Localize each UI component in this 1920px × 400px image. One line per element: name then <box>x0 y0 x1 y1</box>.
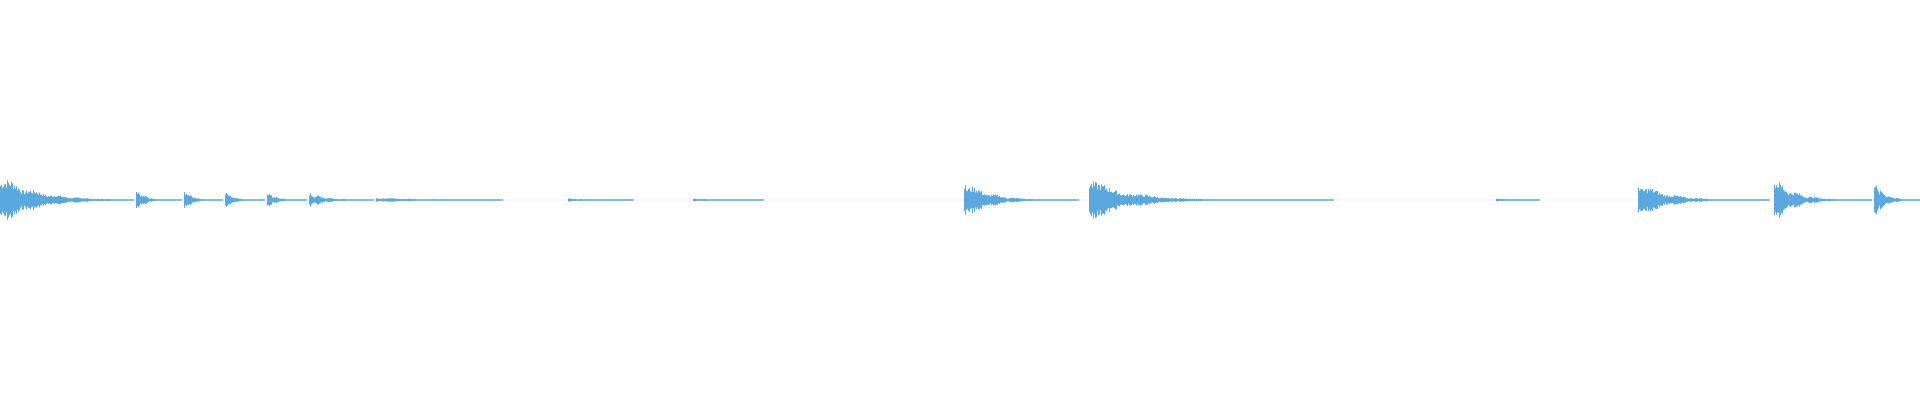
waveform-path <box>0 179 134 221</box>
waveform-segment <box>136 191 182 209</box>
waveform-path <box>693 198 764 202</box>
waveform-segment <box>184 191 223 209</box>
waveform-path <box>225 193 265 207</box>
waveform-segment <box>1774 182 1872 218</box>
waveform-path <box>1638 187 1770 213</box>
waveform-segment <box>1874 185 1920 215</box>
waveform-path <box>136 191 182 209</box>
waveform-path <box>1496 198 1540 202</box>
waveform-bars <box>0 179 1920 221</box>
waveform-path <box>1774 182 1872 218</box>
waveform-path <box>568 198 634 202</box>
waveform-segment <box>0 179 134 221</box>
waveform-segment <box>225 193 265 207</box>
waveform-segment <box>1089 181 1334 219</box>
waveform-path <box>1089 181 1334 219</box>
waveform-segment <box>309 193 374 207</box>
waveform-path <box>267 193 307 207</box>
waveform-path <box>184 191 223 209</box>
waveform-segment <box>267 193 307 207</box>
waveform-path <box>964 185 1079 215</box>
waveform-segment <box>964 185 1079 215</box>
waveform-segment <box>568 198 634 202</box>
waveform-segment <box>1638 187 1770 213</box>
waveform-path <box>309 193 374 207</box>
waveform-segment <box>1496 198 1540 202</box>
waveform-path <box>1874 185 1920 215</box>
waveform-segment <box>376 198 503 202</box>
waveform-segment <box>693 198 764 202</box>
waveform-path <box>376 198 503 202</box>
